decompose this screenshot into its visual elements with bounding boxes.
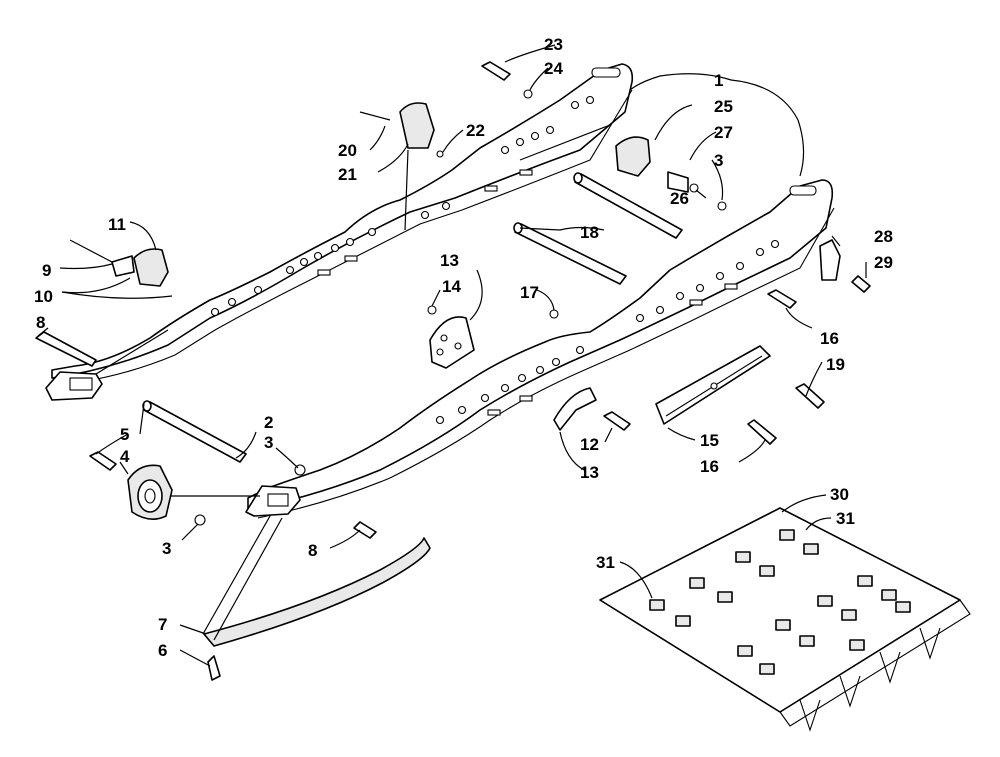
screw-6 xyxy=(207,655,221,681)
wire-9 xyxy=(69,239,113,263)
nut-3 xyxy=(717,201,727,211)
callout-27: 27 xyxy=(714,123,733,142)
callout-11: 11 xyxy=(108,215,126,234)
callout-20: 20 xyxy=(338,141,357,160)
callout-13a: 13 xyxy=(440,251,459,270)
bolt-8-right xyxy=(353,521,377,539)
left-slide-rail xyxy=(45,63,634,401)
callout-31a: 31 xyxy=(836,509,855,528)
part-30-track xyxy=(599,507,971,732)
callout-labels: 1 2 3 3 3 4 5 6 7 8 8 9 10 11 12 13 13 1… xyxy=(34,35,893,660)
callout-15: 15 xyxy=(700,431,719,450)
part-15-plate xyxy=(655,345,771,425)
bolt-8-left xyxy=(35,331,97,367)
callout-14: 14 xyxy=(442,277,461,296)
callout-3c: 3 xyxy=(714,151,723,170)
bolt-29 xyxy=(851,275,871,293)
callout-18: 18 xyxy=(580,223,599,242)
left-rail-holes xyxy=(210,95,595,317)
callout-12: 12 xyxy=(580,435,599,454)
part-11-bumper xyxy=(111,248,169,287)
part-21-bumper xyxy=(399,102,435,149)
bolt-5 xyxy=(89,451,117,471)
callout-30: 30 xyxy=(830,485,849,504)
callout-5: 5 xyxy=(120,425,129,444)
right-rail-holes xyxy=(435,239,780,425)
callout-13b: 13 xyxy=(580,463,599,482)
hardware xyxy=(35,61,871,681)
callout-4: 4 xyxy=(120,447,130,466)
callout-19: 19 xyxy=(826,355,845,374)
callout-23: 23 xyxy=(544,35,563,54)
nut-14 xyxy=(427,305,437,315)
track-lugs xyxy=(649,529,911,675)
callout-31b: 31 xyxy=(596,553,615,572)
callout-2: 2 xyxy=(264,413,273,432)
part-4-block xyxy=(127,464,173,520)
bolt-16-upper xyxy=(767,289,797,309)
callout-26: 26 xyxy=(670,189,689,208)
cross-shaft-18 xyxy=(514,223,627,285)
callout-10: 10 xyxy=(34,287,53,306)
callout-1: 1 xyxy=(714,71,723,90)
callout-7: 7 xyxy=(158,615,167,634)
part-13-bracket-lower xyxy=(553,387,597,431)
callout-24: 24 xyxy=(544,59,563,78)
bolt-19 xyxy=(795,383,825,409)
callout-22: 22 xyxy=(466,121,485,140)
callout-25: 25 xyxy=(714,97,733,116)
callout-29: 29 xyxy=(874,253,893,272)
callout-8a: 8 xyxy=(36,313,45,332)
part-13-bracket-upper xyxy=(429,316,475,369)
track-cleats xyxy=(799,627,941,732)
callout-3b: 3 xyxy=(162,539,171,558)
callout-8b: 8 xyxy=(308,541,317,560)
callout-16a: 16 xyxy=(820,329,839,348)
nut-3-c xyxy=(194,514,206,526)
bolt-23 xyxy=(481,61,511,81)
right-slide-rail xyxy=(245,179,835,519)
leader-lines xyxy=(37,44,867,667)
bolt-16-lower xyxy=(747,419,777,445)
callout-9: 9 xyxy=(42,261,51,280)
callout-6: 6 xyxy=(158,641,167,660)
callout-21: 21 xyxy=(338,165,357,184)
part-28-block xyxy=(819,239,841,281)
callout-3a: 3 xyxy=(264,433,273,452)
cross-shafts xyxy=(142,124,683,463)
bolt-12 xyxy=(603,411,631,431)
part-7-wear-strip xyxy=(203,537,431,647)
pin-20 xyxy=(359,111,391,121)
cross-shaft-2 xyxy=(143,401,247,463)
nut-17 xyxy=(549,309,559,319)
part-25-spacer xyxy=(615,136,689,193)
callout-16b: 16 xyxy=(700,457,719,476)
callout-28: 28 xyxy=(874,227,893,246)
callout-17: 17 xyxy=(520,283,539,302)
washer-24 xyxy=(523,89,533,99)
pin-22 xyxy=(436,150,444,158)
